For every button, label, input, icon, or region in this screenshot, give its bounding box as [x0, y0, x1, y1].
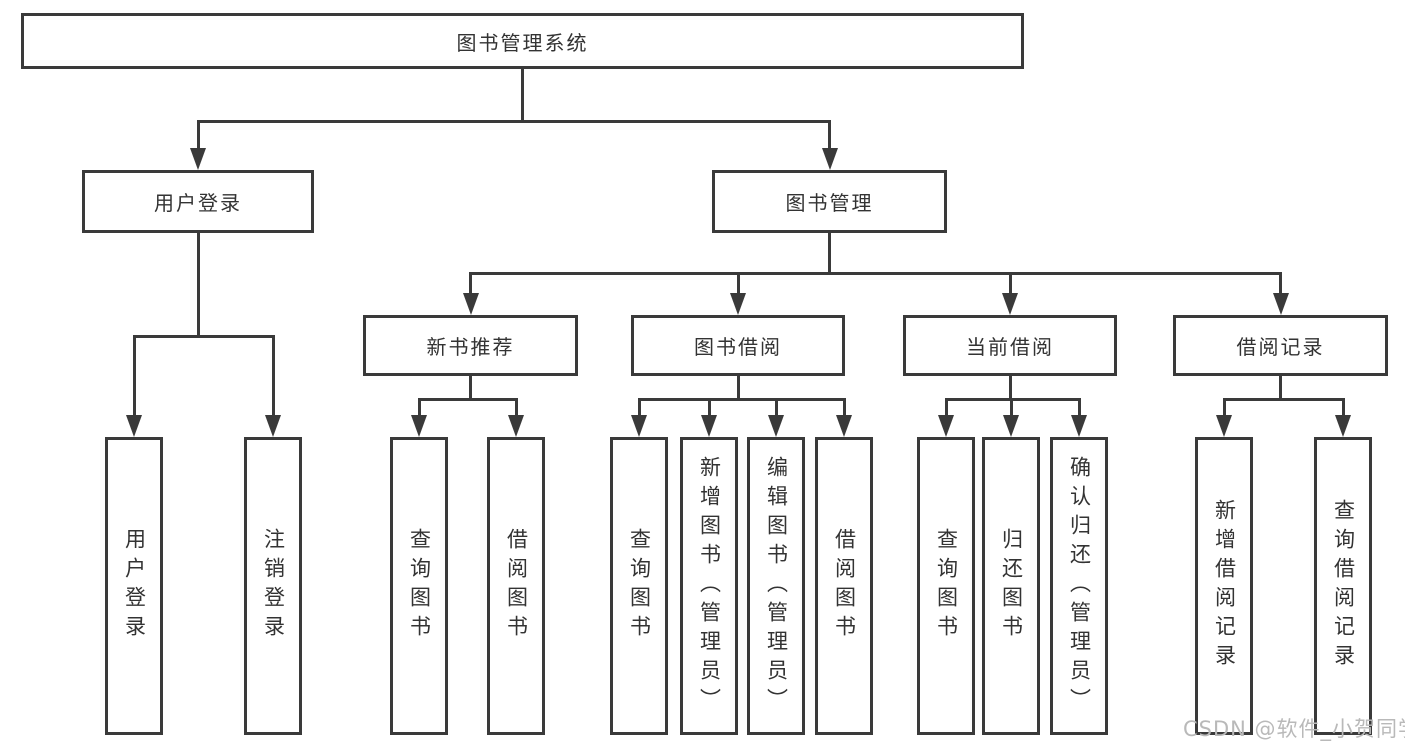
leaf-add-borrow-record-label: 新增借阅记录	[1212, 499, 1237, 673]
connector-drop	[1222, 398, 1226, 421]
leaf-confirm-return-admin-label: 确认归还（管理员）	[1067, 455, 1092, 717]
leaf-logout-label: 注销登录	[261, 528, 286, 644]
connector-drop	[736, 272, 740, 299]
connector-drop	[1341, 398, 1345, 421]
leaf-query-borrow-record: 查询借阅记录	[1314, 437, 1372, 735]
node-borrowing-records-label: 借阅记录	[1236, 335, 1325, 359]
node-user-login: 用户登录	[82, 170, 314, 233]
leaf-borrow-books-borrowing-label: 借阅图书	[832, 528, 857, 644]
watermark: CSDN @软件_小贺同学	[1183, 717, 1405, 741]
node-book-management: 图书管理	[712, 170, 947, 233]
arrowhead-down-icon	[265, 415, 281, 437]
connector-stem	[521, 69, 524, 123]
connector-drop	[774, 398, 778, 421]
connector-stem	[469, 376, 472, 401]
arrowhead-down-icon	[1071, 415, 1087, 437]
node-new-book-recommend: 新书推荐	[363, 315, 578, 376]
connector-bus	[469, 272, 1282, 275]
arrowhead-down-icon	[1335, 415, 1351, 437]
connector-stem	[1279, 376, 1282, 401]
arrowhead-down-icon	[1216, 415, 1232, 437]
arrowhead-down-icon	[1002, 293, 1018, 315]
arrowhead-down-icon	[821, 148, 838, 170]
arrowhead-down-icon	[631, 415, 647, 437]
connector-drop	[707, 398, 711, 421]
leaf-add-book-admin: 新增图书（管理员）	[680, 437, 738, 735]
connector-drop	[514, 398, 518, 421]
connector-drop	[828, 120, 831, 154]
node-current-borrowing: 当前借阅	[903, 315, 1117, 376]
connector-bus	[1222, 398, 1345, 401]
arrowhead-down-icon	[730, 293, 746, 315]
node-root: 图书管理系统	[21, 13, 1024, 69]
connector-stem	[828, 233, 831, 275]
connector-bus	[417, 398, 518, 401]
leaf-query-books-recommend: 查询图书	[390, 437, 448, 735]
node-book-borrowing-label: 图书借阅	[694, 335, 782, 359]
connector-drop	[271, 335, 275, 421]
arrowhead-down-icon	[938, 415, 954, 437]
connector-stem	[1008, 376, 1012, 401]
node-new-book-recommend-label: 新书推荐	[426, 335, 515, 359]
node-book-management-label: 图书管理	[785, 191, 874, 215]
leaf-query-books-current-label: 查询图书	[934, 528, 959, 644]
leaf-add-book-admin-label: 新增图书（管理员）	[697, 455, 722, 717]
connector-bus	[132, 335, 275, 338]
leaf-user-login: 用户登录	[105, 437, 163, 735]
connector-drop	[842, 398, 846, 421]
connector-drop	[944, 398, 948, 421]
connector-drop	[196, 120, 200, 154]
leaf-borrow-books-recommend: 借阅图书	[487, 437, 545, 735]
arrowhead-down-icon	[768, 415, 784, 437]
arrowhead-down-icon	[701, 415, 717, 437]
node-current-borrowing-label: 当前借阅	[966, 335, 1054, 359]
connector-stem	[196, 233, 200, 338]
arrowhead-down-icon	[1003, 415, 1019, 437]
leaf-query-books-borrowing: 查询图书	[610, 437, 668, 735]
leaf-logout: 注销登录	[244, 437, 302, 735]
connector-bus	[196, 120, 831, 123]
connector-bus	[637, 398, 846, 401]
leaf-edit-book-admin-label: 编辑图书（管理员）	[764, 455, 789, 717]
arrowhead-down-icon	[508, 415, 524, 437]
arrowhead-down-icon	[126, 415, 142, 437]
connector-drop	[1077, 398, 1081, 421]
leaf-borrow-books-recommend-label: 借阅图书	[504, 528, 529, 644]
arrowhead-down-icon	[462, 293, 479, 315]
leaf-return-books: 归还图书	[982, 437, 1040, 735]
connector-drop	[637, 398, 641, 421]
connector-drop	[1009, 398, 1013, 421]
arrowhead-down-icon	[190, 148, 206, 170]
arrowhead-down-icon	[411, 415, 427, 437]
connector-bus	[944, 398, 1081, 401]
connector-drop	[469, 272, 472, 299]
leaf-edit-book-admin: 编辑图书（管理员）	[747, 437, 805, 735]
arrowhead-down-icon	[1272, 293, 1289, 315]
node-book-borrowing: 图书借阅	[631, 315, 845, 376]
leaf-return-books-label: 归还图书	[999, 528, 1024, 644]
arrowhead-down-icon	[836, 415, 852, 437]
leaf-query-books-borrowing-label: 查询图书	[627, 528, 652, 644]
connector-drop	[417, 398, 421, 421]
connector-stem	[736, 376, 740, 401]
connector-drop	[132, 335, 136, 421]
node-root-label: 图书管理系统	[456, 30, 589, 55]
connector-drop	[1279, 272, 1282, 299]
leaf-confirm-return-admin: 确认归还（管理员）	[1050, 437, 1108, 735]
leaf-query-books-current: 查询图书	[917, 437, 975, 735]
leaf-add-borrow-record: 新增借阅记录	[1195, 437, 1253, 735]
leaf-borrow-books-borrowing: 借阅图书	[815, 437, 873, 735]
leaf-user-login-label: 用户登录	[122, 528, 147, 644]
connector-drop	[1008, 272, 1012, 299]
leaf-query-borrow-record-label: 查询借阅记录	[1331, 499, 1356, 673]
leaf-query-books-recommend-label: 查询图书	[407, 528, 432, 644]
node-borrowing-records: 借阅记录	[1173, 315, 1388, 376]
node-user-login-label: 用户登录	[154, 191, 242, 215]
